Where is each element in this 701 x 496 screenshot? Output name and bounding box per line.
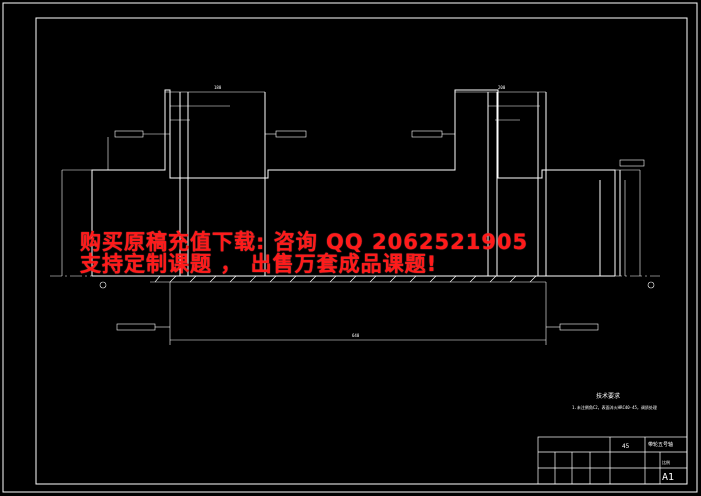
title-material: 45 — [622, 443, 630, 450]
bottom-dimension — [169, 282, 547, 345]
title-scale-label: 比例 — [662, 459, 670, 465]
hatch-strip — [150, 275, 546, 283]
title-drawing-name: 带轮五号轴 — [648, 441, 673, 448]
dim-top-left: 180 — [214, 85, 222, 90]
side-dimensions — [61, 169, 641, 276]
top-dimensions — [165, 91, 546, 121]
datum-marker-left — [99, 281, 107, 289]
tech-note-body: 1.未注倒角C2，表面淬火HRC40-45，调质处理 — [572, 404, 657, 410]
watermark-line-2: 支持定制课题 ， 出售万套成品课题! — [80, 252, 438, 276]
dim-top-right: 200 — [498, 85, 506, 90]
title-sheet-size: A1 — [662, 472, 674, 483]
title-block — [537, 436, 688, 485]
dim-bottom-total: 640 — [352, 333, 360, 338]
watermark-line-1: 购买原稿充值下载: 咨询 QQ 2062521905 — [80, 230, 529, 254]
tolerance-frames — [107, 130, 645, 331]
inner-frame — [35, 17, 688, 485]
tech-note-title: 技术要求 — [596, 392, 620, 400]
datum-marker-right — [647, 281, 655, 289]
